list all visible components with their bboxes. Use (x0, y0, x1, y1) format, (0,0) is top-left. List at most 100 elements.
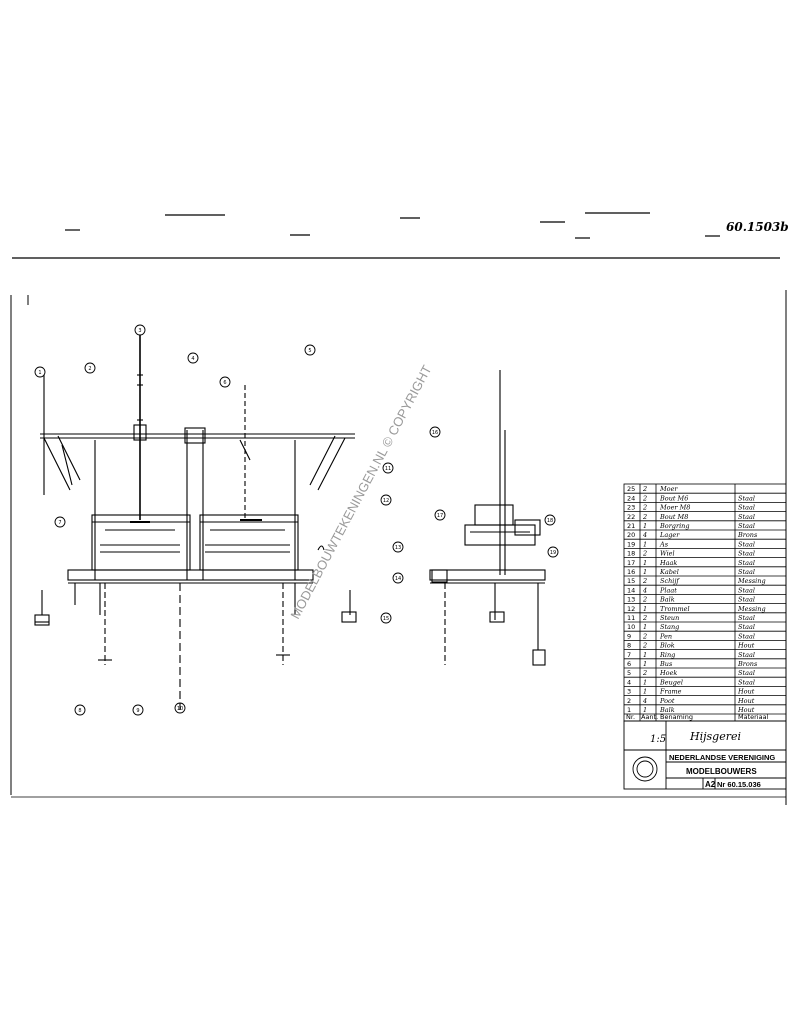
part-quantity: 2 (642, 494, 647, 502)
part-name: Plaat (659, 586, 677, 594)
balloon-number: 19 (550, 550, 556, 556)
balloon-number: 10 (177, 706, 183, 712)
part-name: Poot (659, 697, 675, 705)
part-quantity: 2 (642, 632, 647, 640)
part-name: Balk (659, 596, 675, 604)
title-block-org-line1: NEDERLANDSE VERENIGING (669, 753, 775, 762)
part-number: 1 (627, 706, 631, 714)
part-name: Kabel (659, 568, 679, 576)
part-material: Staal (738, 586, 755, 594)
part-quantity: 1 (643, 540, 647, 548)
part-material: Brons (737, 531, 758, 539)
part-name: As (659, 540, 669, 548)
part-material: Messing (737, 605, 766, 613)
part-number: 25 (627, 485, 635, 493)
part-number: 16 (627, 568, 635, 576)
part-material: Staal (738, 550, 755, 558)
part-number: 14 (627, 586, 635, 594)
header-name: Benaming (660, 713, 693, 721)
title-block-number: Nr 60.15.036 (717, 780, 761, 789)
part-name: Wiel (660, 550, 675, 558)
balloon-number: 16 (432, 430, 438, 436)
title-block-title: Hijsgerei (689, 730, 741, 743)
part-quantity: 2 (642, 485, 647, 493)
balloon-number: 13 (395, 545, 401, 551)
part-quantity: 2 (642, 577, 647, 585)
part-number: 7 (627, 651, 631, 659)
part-name: Frame (659, 688, 682, 696)
part-quantity: 4 (642, 697, 647, 705)
part-material: Staal (738, 513, 755, 521)
part-quantity: 1 (643, 706, 647, 714)
part-number: 11 (627, 614, 635, 622)
front-view (34, 335, 357, 710)
part-name: Haak (659, 559, 677, 567)
part-name: Lager (659, 531, 680, 539)
part-material: Staal (738, 669, 755, 677)
part-name: Hoek (659, 669, 677, 677)
part-number: 19 (627, 540, 635, 548)
title-block-format: A2 (705, 780, 716, 789)
part-number: 12 (627, 605, 635, 613)
part-material: Staal (738, 651, 755, 659)
drawing-number: 60.1503b (726, 220, 789, 234)
part-material: Hout (737, 697, 755, 705)
part-quantity: 2 (642, 669, 647, 677)
balloon-number: 18 (547, 518, 553, 524)
part-material: Messing (737, 577, 766, 585)
part-material: Staal (738, 596, 755, 604)
part-material: Staal (738, 632, 755, 640)
part-number: 10 (627, 623, 635, 631)
balloon-number: 6 (223, 380, 226, 386)
header-no: Nr. (626, 713, 635, 721)
part-number: 6 (627, 660, 631, 668)
balloon-number: 2 (88, 366, 91, 372)
part-material: Brons (737, 660, 758, 668)
balloon-number: 15 (383, 616, 389, 622)
copyright-watermark: MODELBOUWTEKENINGEN.NL © COPYRIGHT (287, 363, 434, 622)
part-quantity: 2 (642, 550, 647, 558)
part-number: 22 (627, 513, 635, 521)
part-quantity: 1 (643, 688, 647, 696)
part-material: Staal (738, 522, 755, 530)
balloon-number: 4 (191, 356, 194, 362)
part-name: Bout M6 (659, 494, 688, 502)
part-number: 9 (627, 632, 631, 640)
part-number: 18 (627, 550, 635, 558)
part-quantity: 1 (643, 651, 647, 659)
balloon-number: 11 (385, 466, 391, 472)
part-material: Staal (738, 568, 755, 576)
part-name: Moer M8 (659, 504, 690, 512)
balloon-number: 9 (136, 708, 139, 714)
part-name: Bout M8 (659, 513, 688, 521)
part-material: Hout (737, 688, 755, 696)
part-number: 13 (627, 596, 635, 604)
part-number: 2 (627, 697, 631, 705)
part-quantity: 4 (642, 531, 647, 539)
part-quantity: 4 (642, 586, 647, 594)
part-name: Balk (659, 706, 675, 714)
part-quantity: 1 (643, 559, 647, 567)
part-quantity: 1 (643, 660, 647, 668)
balloon-number: 12 (383, 498, 389, 504)
part-number: 24 (627, 494, 635, 502)
title-block-org-line2: MODELBOUWERS (686, 767, 757, 776)
part-quantity: 2 (642, 504, 647, 512)
part-name: Ring (659, 651, 675, 659)
part-quantity: 1 (643, 568, 647, 576)
part-quantity: 1 (643, 522, 647, 530)
part-number: 23 (627, 504, 635, 512)
part-quantity: 2 (642, 513, 647, 521)
balloon-number: 14 (395, 576, 401, 582)
part-name: Steun (660, 614, 679, 622)
part-name: Bus (659, 660, 673, 668)
part-number: 3 (627, 688, 631, 696)
title-block (623, 720, 787, 790)
part-name: Beugel (659, 678, 683, 686)
part-number: 17 (627, 559, 635, 567)
balloon-number: 17 (437, 513, 443, 519)
balloon-number: 8 (78, 708, 81, 714)
part-material: Staal (738, 504, 755, 512)
part-number: 20 (627, 531, 635, 539)
